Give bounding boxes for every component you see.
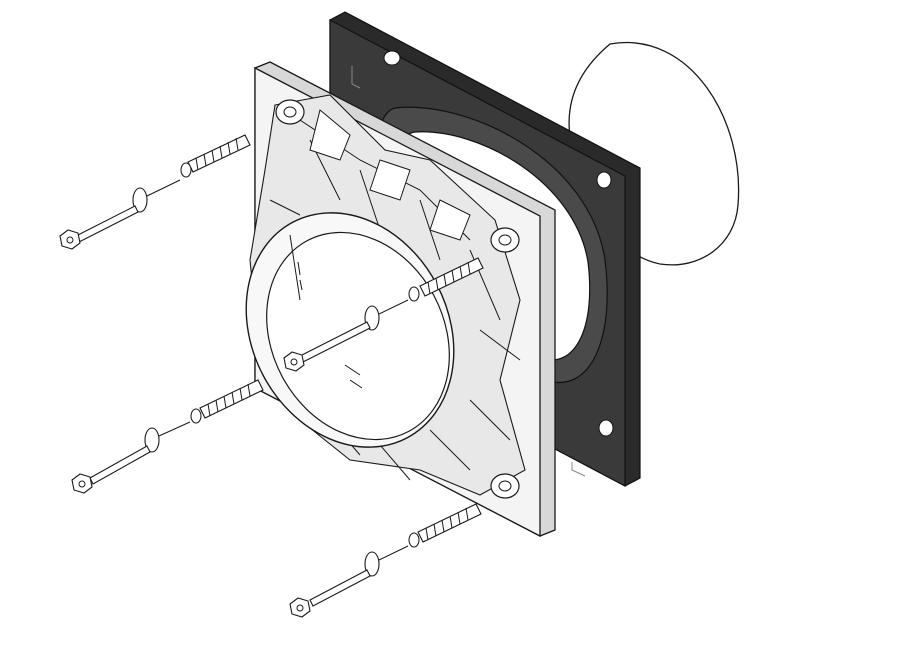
- fastener-set-center: [283, 257, 484, 372]
- hex-screw: [59, 205, 139, 250]
- fastener-set-top-left: [59, 134, 251, 250]
- wall-plug: [180, 134, 251, 178]
- wall-plug: [190, 379, 264, 424]
- wall-plug: [408, 503, 482, 548]
- wall-plug: [408, 257, 484, 302]
- fastener-set-bottom-left: [71, 379, 264, 494]
- mounting-frame: [245, 61, 556, 538]
- fastener-set-bottom-right: [289, 503, 482, 618]
- washer: [132, 179, 181, 213]
- frame-boss-top-right: [490, 227, 520, 253]
- hex-screw: [289, 569, 371, 618]
- washer: [364, 545, 409, 577]
- hex-screw: [71, 445, 151, 494]
- hex-screw: [283, 321, 371, 372]
- frame-boss-top-left: [275, 99, 305, 125]
- washer: [144, 421, 191, 453]
- frame-boss-bottom-right: [490, 473, 520, 499]
